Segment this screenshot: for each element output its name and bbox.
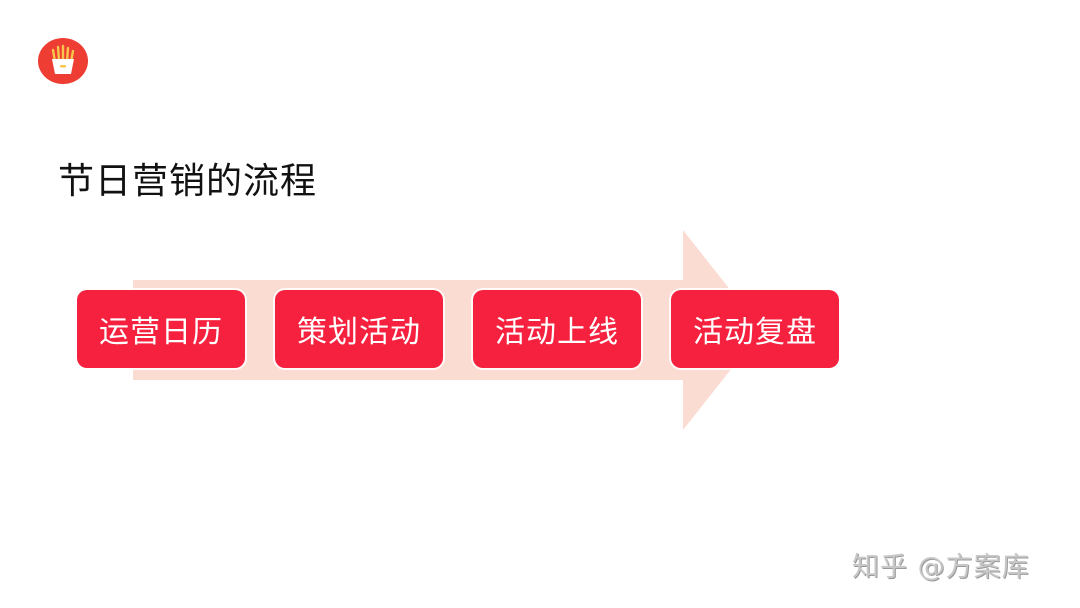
step-label: 策划活动 xyxy=(297,315,421,350)
step-plan-activity: 策划活动 xyxy=(275,290,443,368)
step-label: 活动复盘 xyxy=(693,315,817,350)
step-review-activity: 活动复盘 xyxy=(671,290,839,368)
step-launch-activity: 活动上线 xyxy=(473,290,641,368)
watermark: 知乎 @方案库 xyxy=(852,552,1030,583)
step-operation-calendar: 运营日历 xyxy=(77,290,245,368)
step-label: 运营日历 xyxy=(99,315,223,350)
step-label: 活动上线 xyxy=(495,315,619,350)
page-title: 节日营销的流程 xyxy=(58,161,318,202)
french-fries-icon xyxy=(38,38,88,84)
